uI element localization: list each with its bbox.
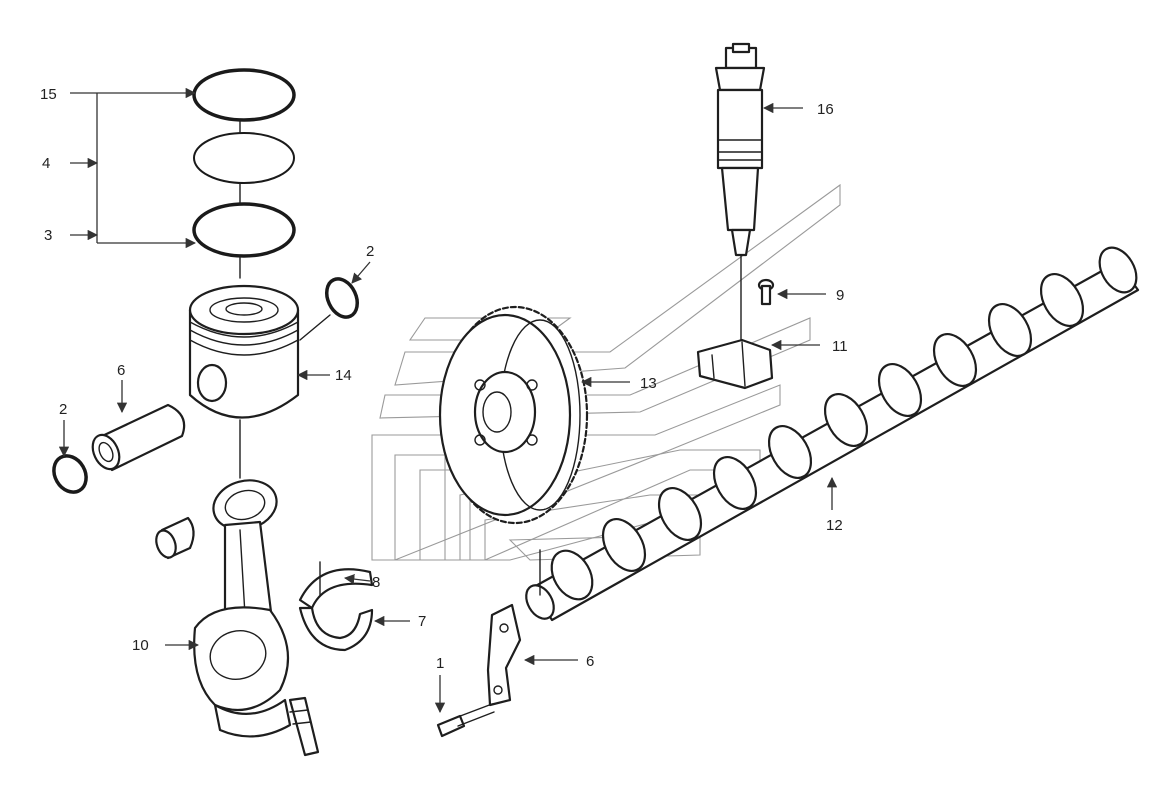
fuel-injector-icon xyxy=(714,42,766,341)
callout-9: 9 xyxy=(836,287,844,304)
callout-10: 10 xyxy=(132,637,149,654)
callout-2-top: 2 xyxy=(366,243,374,260)
callout-4: 4 xyxy=(42,155,50,172)
snap-ring-icon xyxy=(52,454,88,494)
camshaft-gear-icon xyxy=(438,305,589,525)
screw-icon xyxy=(757,278,775,306)
bolt-icon xyxy=(436,703,495,738)
callout-13: 13 xyxy=(640,375,657,392)
callout-6-plate: 6 xyxy=(586,653,594,670)
piston-icon xyxy=(188,284,300,479)
callout-11: 11 xyxy=(832,338,848,355)
callout-7: 7 xyxy=(418,613,426,630)
callout-14: 14 xyxy=(335,367,352,384)
camshaft-icon xyxy=(525,246,1140,622)
callout-1: 1 xyxy=(436,655,444,672)
snap-ring-icon xyxy=(299,277,359,341)
piston-rings-icon xyxy=(192,68,296,279)
callout-6-pin: 6 xyxy=(117,362,125,379)
callout-8: 8 xyxy=(372,574,380,591)
callout-2-left: 2 xyxy=(59,401,67,418)
callout-12: 12 xyxy=(826,517,843,534)
thrust-plate-icon xyxy=(486,603,522,707)
callout-3: 3 xyxy=(44,227,52,244)
bushing-icon xyxy=(155,516,195,560)
piston-pin-icon xyxy=(91,403,186,472)
callout-16: 16 xyxy=(817,101,834,118)
callout-15: 15 xyxy=(40,86,57,103)
callout-labels: 15 4 3 2 14 6 2 8 7 10 16 9 11 13 12 1 6 xyxy=(40,86,848,672)
connecting-rod-icon xyxy=(193,479,320,757)
bearing-shell-icon xyxy=(298,561,374,652)
leader-lines xyxy=(58,87,838,714)
clamp-icon xyxy=(696,338,774,390)
